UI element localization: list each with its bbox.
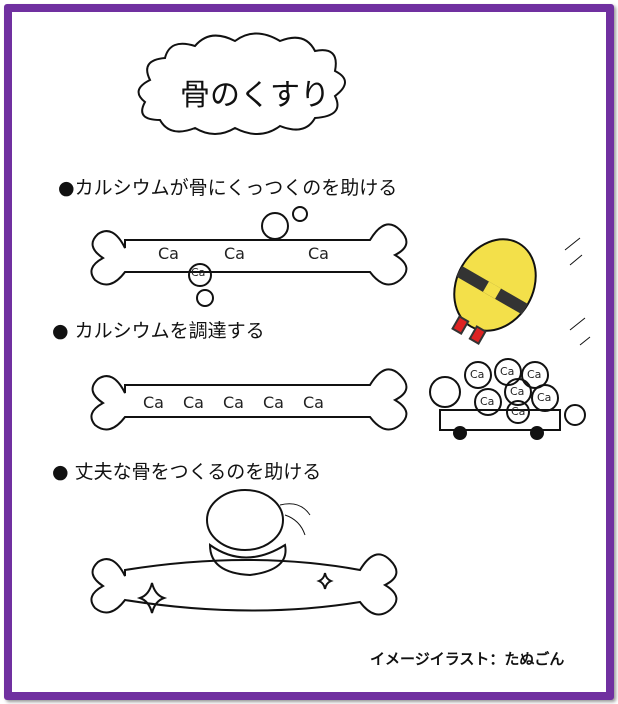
- calcium-label: Ca: [511, 405, 526, 418]
- flying-character: [451, 238, 537, 345]
- bone-3: [90, 553, 398, 616]
- bullet-attach-calcium: ●カルシウムが骨にくっつくのを助ける: [58, 177, 398, 199]
- calcium-label: Ca: [308, 244, 329, 263]
- bone-2: [90, 368, 408, 431]
- illustration-credit: イメージイラスト：たぬごん: [370, 650, 565, 668]
- speed-lines: [564, 237, 591, 346]
- illustration-frame: [4, 4, 614, 700]
- calcium-label: Ca: [470, 368, 485, 381]
- sparkle-icon: [316, 572, 334, 590]
- bullet-strong-bones: ● 丈夫な骨をつくるのを助ける: [52, 461, 322, 483]
- calcium-cart: [429, 358, 586, 440]
- calcium-label: Ca: [510, 385, 525, 398]
- calcium-label: Ca: [224, 244, 245, 263]
- sparkle-icon: [136, 582, 168, 614]
- calcium-label: Ca: [158, 244, 179, 263]
- sitting-character: [206, 489, 311, 577]
- title-cloud: [137, 32, 346, 135]
- calcium-label: Ca: [191, 266, 206, 279]
- calcium-label: Ca: [527, 368, 542, 381]
- calcium-label: Ca: [537, 391, 552, 404]
- skull-character-bottom: [188, 263, 214, 307]
- calcium-label: Ca: [480, 395, 495, 408]
- skull-character-top: [261, 206, 308, 240]
- calcium-label: Ca: [183, 393, 204, 412]
- calcium-label: Ca: [223, 393, 244, 412]
- calcium-label: Ca: [500, 365, 515, 378]
- page-title: 骨のくすり: [180, 78, 330, 113]
- calcium-label: Ca: [303, 393, 324, 412]
- calcium-label: Ca: [143, 393, 164, 412]
- bone-1: [90, 223, 408, 286]
- bullet-procure-calcium: ● カルシウムを調達する: [52, 320, 265, 342]
- calcium-label: Ca: [263, 393, 284, 412]
